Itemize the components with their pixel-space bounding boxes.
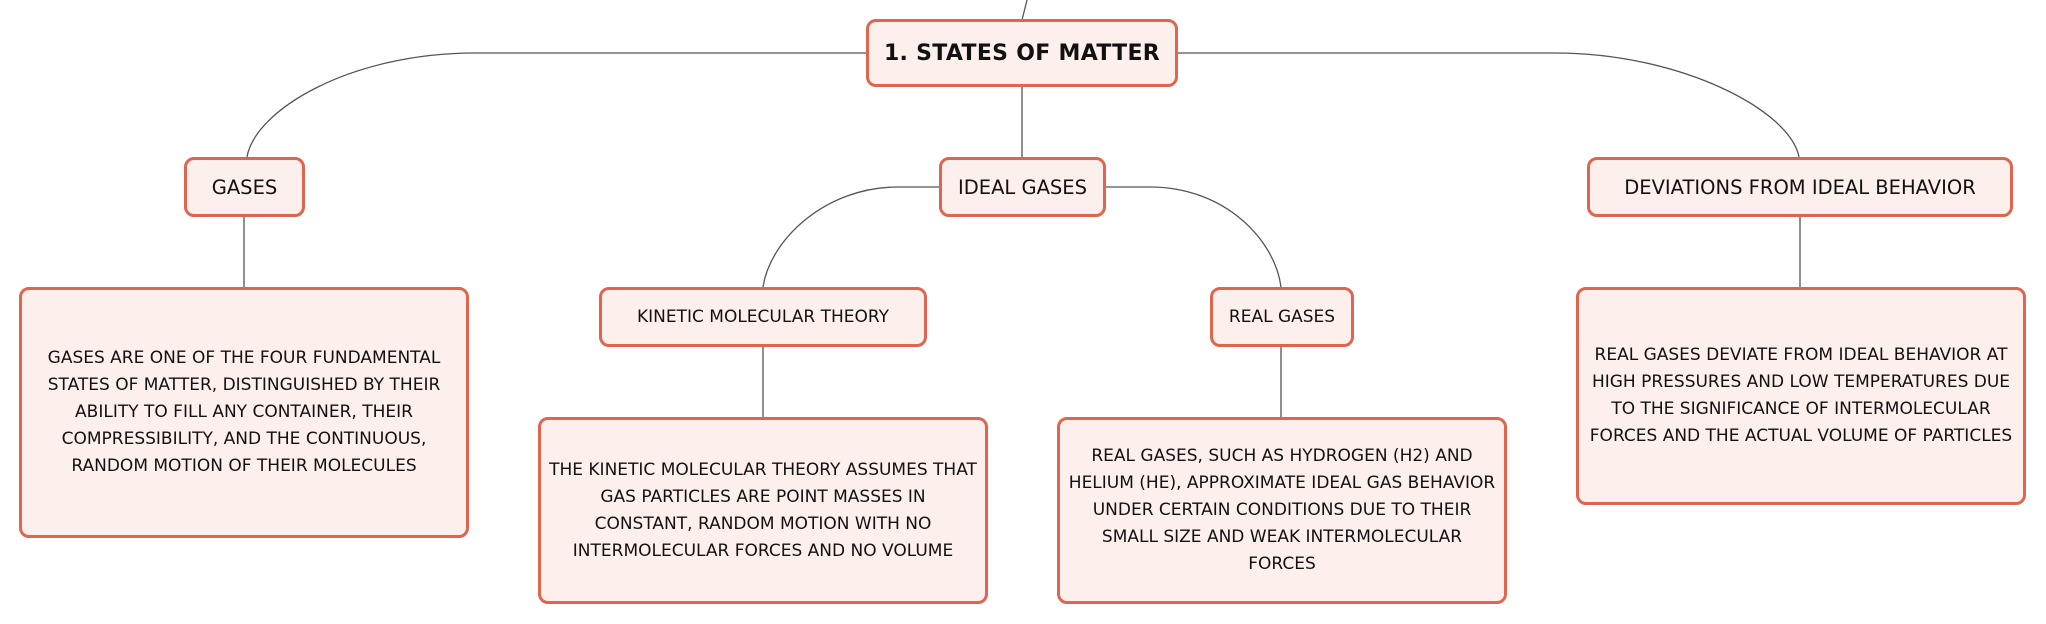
deviations-description[interactable]: REAL GASES DEVIATE FROM IDEAL BEHAVIOR A… [1576, 287, 2026, 505]
link-ideal-kinetic [762, 186, 939, 288]
kinetic-description[interactable]: THE KINETIC MOLECULAR THEORY ASSUMES THA… [538, 417, 988, 604]
link-root-deviations [1177, 52, 1800, 158]
topic-deviations-label: DEVIATIONS FROM IDEAL BEHAVIOR [1624, 175, 1976, 199]
real-gases-description[interactable]: REAL GASES, SUCH AS HYDROGEN (H2) AND HE… [1057, 417, 1507, 604]
link-root-gases [246, 52, 866, 158]
subtopic-real-gases[interactable]: REAL GASES [1210, 287, 1354, 347]
topic-deviations[interactable]: DEVIATIONS FROM IDEAL BEHAVIOR [1587, 157, 2013, 217]
subtopic-kinetic-label: KINETIC MOLECULAR THEORY [637, 307, 889, 327]
kinetic-description-text: THE KINETIC MOLECULAR THEORY ASSUMES THA… [549, 459, 977, 561]
topic-gases-label: GASES [211, 175, 278, 199]
deviations-description-text: REAL GASES DEVIATE FROM IDEAL BEHAVIOR A… [1589, 345, 2013, 446]
topic-gases[interactable]: GASES [184, 157, 305, 217]
topic-ideal-gases-label: IDEAL GASES [957, 175, 1088, 199]
gases-description[interactable]: GASES ARE ONE OF THE FOUR FUNDAMENTAL ST… [19, 287, 469, 538]
topic-ideal-gases[interactable]: IDEAL GASES [939, 157, 1106, 217]
root-node[interactable]: 1. STATES OF MATTER [866, 19, 1178, 87]
gases-description-text: GASES ARE ONE OF THE FOUR FUNDAMENTAL ST… [47, 348, 441, 476]
link-ideal-real [1105, 186, 1282, 288]
subtopic-kinetic-molecular-theory[interactable]: KINETIC MOLECULAR THEORY [599, 287, 927, 347]
link-parent-root [1021, 0, 1028, 21]
real-gases-description-text: REAL GASES, SUCH AS HYDROGEN (H2) AND HE… [1068, 446, 1496, 574]
subtopic-real-gases-label: REAL GASES [1228, 307, 1336, 327]
root-label: 1. STATES OF MATTER [883, 40, 1161, 66]
